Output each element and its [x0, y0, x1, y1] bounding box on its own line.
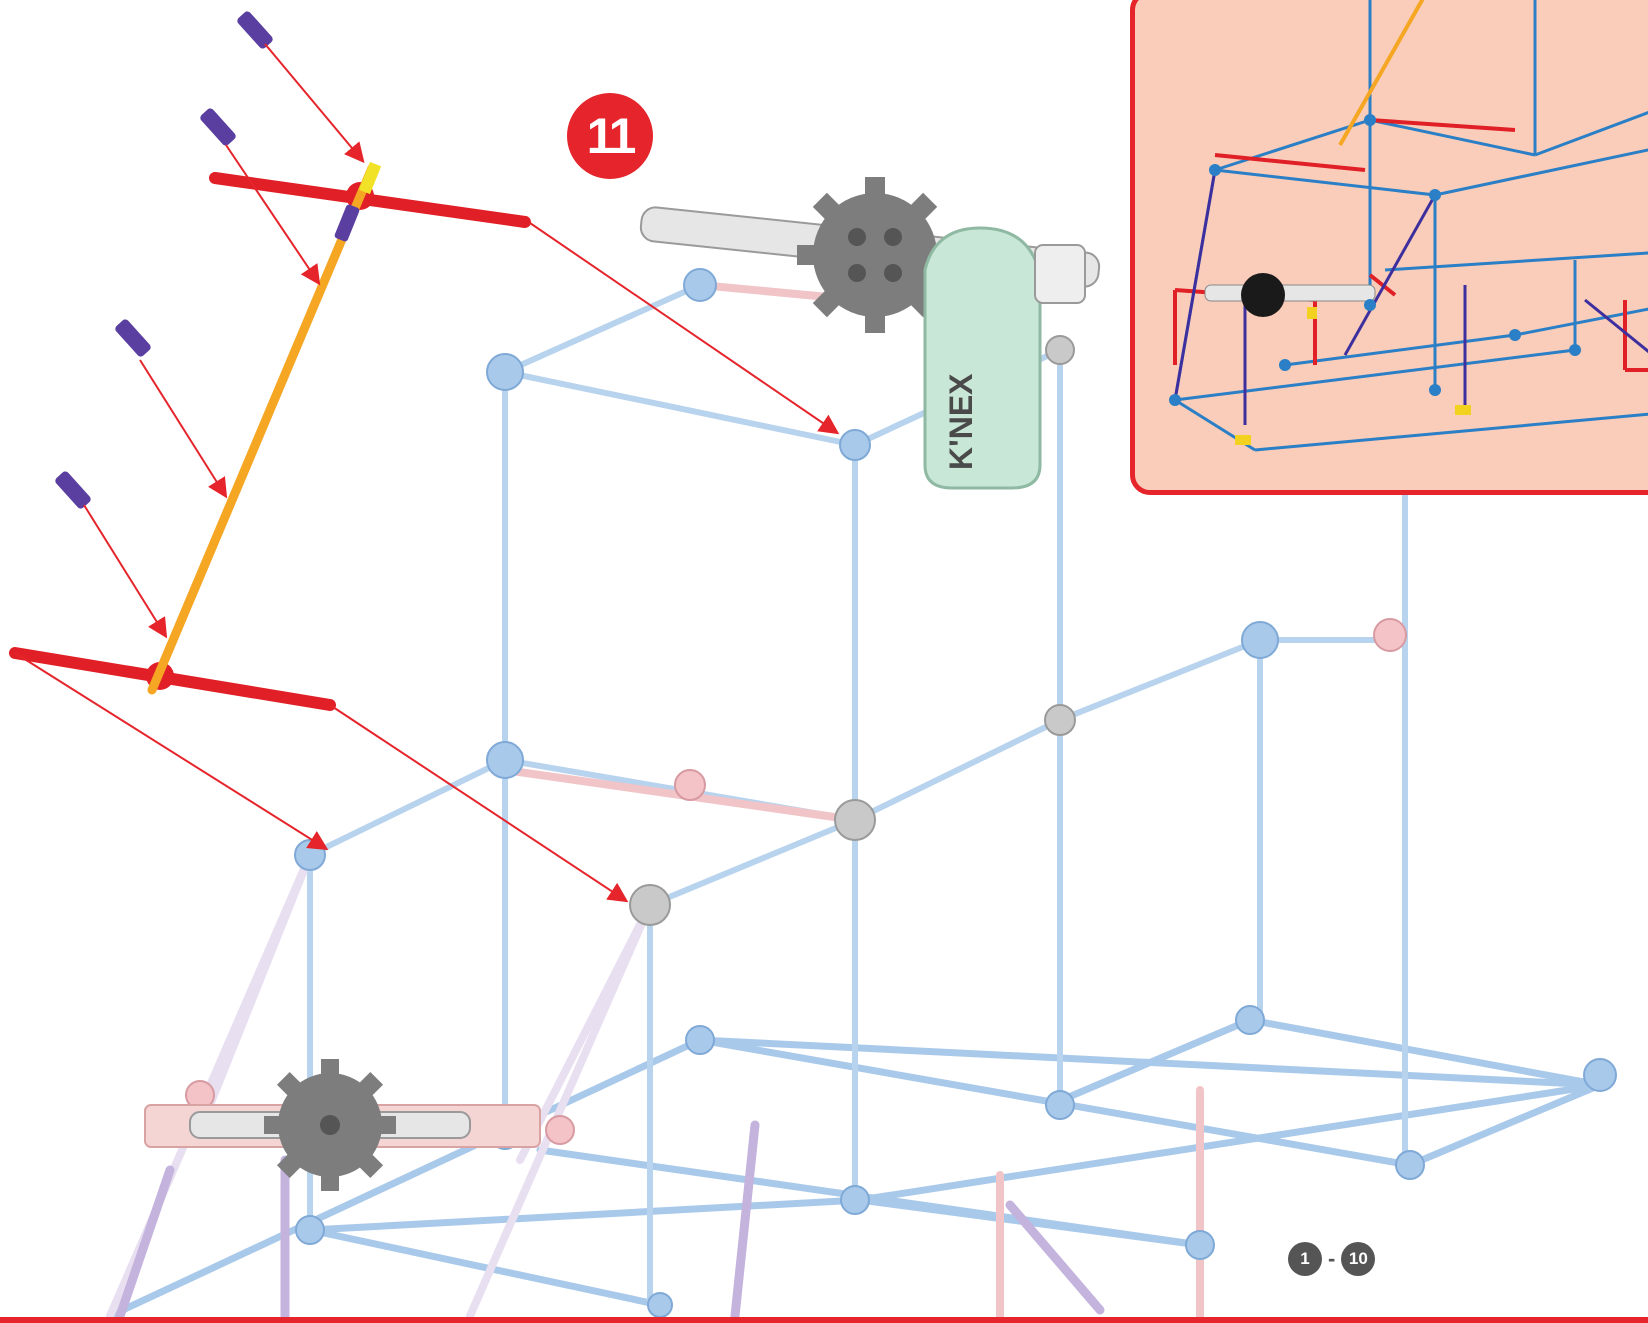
arrow-icon	[14, 43, 840, 903]
inset-diagram	[1169, 0, 1648, 452]
inset-black-gear	[1241, 273, 1285, 317]
detail-inset	[1130, 0, 1648, 495]
yellow-clip	[358, 161, 382, 195]
inset-orange-rod	[1338, 0, 1425, 146]
grey-connectors	[629, 335, 1076, 926]
pink-connectors	[185, 618, 1407, 1145]
purple-rods	[115, 1120, 1105, 1321]
base-frame	[106, 1016, 1604, 1320]
bottom-red-rod	[9, 647, 336, 711]
inset-blue-frame	[1173, 0, 1648, 452]
purple-connectors	[55, 11, 273, 509]
orange-rod	[147, 163, 377, 695]
inset-axle	[1204, 284, 1376, 302]
motor-icon	[923, 226, 1086, 490]
lower-axle-assembly	[144, 1059, 541, 1191]
frame-connectors	[294, 268, 1617, 1318]
step-range-separator: -	[1328, 1246, 1336, 1271]
bottom-border-bar	[0, 1317, 1648, 1323]
inset-yellow-clips	[1235, 307, 1471, 445]
gear-icon	[264, 1059, 396, 1191]
step-range-start: 1	[1288, 1242, 1322, 1276]
purple-clip-on-rod	[334, 204, 360, 242]
step-range-indicator: 1 - 10	[1288, 1239, 1376, 1279]
inset-purple-rods	[1173, 169, 1648, 425]
step-number-badge: 11	[567, 93, 653, 179]
motor-brand-label: K'NEX	[943, 373, 979, 470]
inset-connectors	[1169, 114, 1581, 406]
step-range-end: 10	[1341, 1242, 1376, 1276]
top-axle-assembly: K'NEX	[639, 177, 1101, 490]
